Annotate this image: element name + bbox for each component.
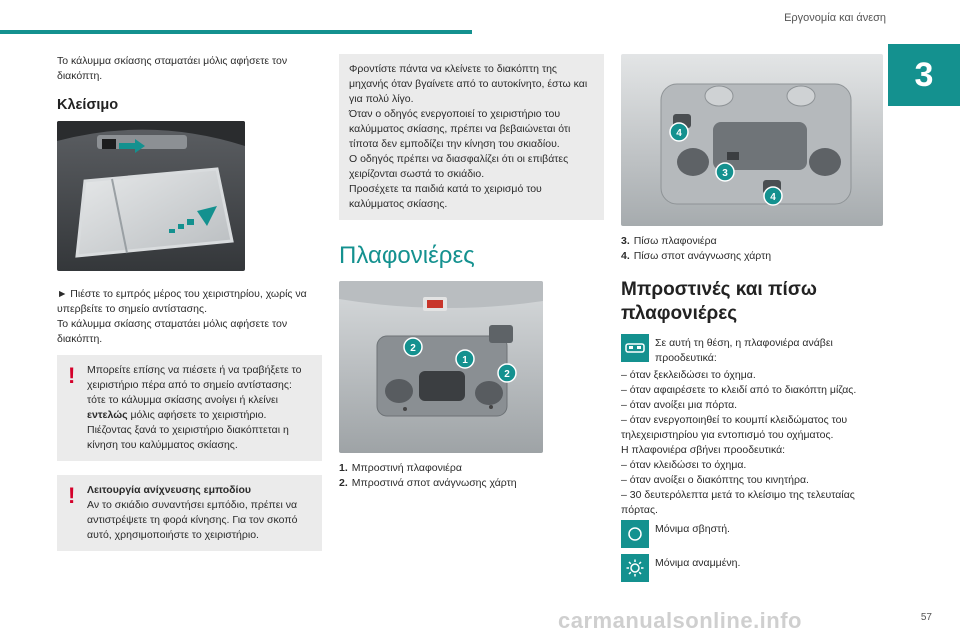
caption-item: 4.Πίσω σποτ ανάγνωσης χάρτη: [621, 250, 772, 262]
warning-icon: !: [68, 483, 76, 508]
light-on-icon: [621, 554, 649, 582]
section-title: Πλαφονιέρες: [339, 242, 475, 269]
badge-1: 1: [455, 349, 475, 369]
list-item: – όταν ενεργοποιηθεί το κουμπί κλειδώματ…: [621, 414, 848, 441]
badge-2-left: 2: [403, 337, 423, 357]
rear-lamp-photo: 4 3 4: [621, 54, 883, 226]
note-obstacle-detection: ! Λειτουργία ανίχνευσης εμποδίου Αν το σ…: [57, 475, 322, 551]
front-rear-lamps-title: Μπροστινές και πίσω πλαφονιέρες: [621, 279, 817, 324]
chapter-number-tab: 3: [888, 44, 960, 106]
safety-line: Όταν ο οδηγός ενεργοποιεί το χειριστήριο…: [349, 108, 571, 150]
list-item: – όταν ξεκλειδώσει το όχημα.: [621, 369, 756, 381]
svg-text:2: 2: [504, 369, 510, 380]
list-item: – όταν ανοίξει ο διακόπτης του κινητήρα.: [621, 474, 809, 486]
running-header: Εργονομία και άνεση: [784, 12, 886, 24]
caption-item: 2.Μπροστινά σποτ ανάγνωσης χάρτη: [339, 477, 517, 489]
safety-line: Προσέχετε τα παιδιά κατά το χειρισμό του…: [349, 183, 542, 210]
list-item: – όταν κλειδώσει το όχημα.: [621, 459, 747, 471]
svg-text:2: 2: [410, 343, 416, 354]
off-intro: Η πλαφονιέρα σβήνει προοδευτικά:: [621, 444, 786, 456]
column-1: Το κάλυμμα σκίασης σταματάει μόλις αφήσε…: [57, 54, 322, 551]
sunroof-illustration: [57, 121, 245, 271]
note1-line1: Μπορείτε επίσης να πιέσετε ή να τραβήξετ…: [87, 364, 302, 391]
svg-text:1: 1: [462, 355, 468, 366]
car-door-icon: [621, 334, 649, 362]
rear-captions: 3.Πίσω πλαφονιέρα 4.Πίσω σποτ ανάγνωσης …: [621, 234, 885, 264]
perm-off-text: Μόνιμα σβηστή.: [655, 523, 730, 535]
note2-title: Λειτουργία ανίχνευσης εμποδίου: [87, 484, 251, 496]
badge-3: 3: [715, 162, 735, 182]
door-mode-row: Σε αυτή τη θέση, η πλαφονιέρα ανάβει προ…: [621, 334, 885, 366]
page-number: 57: [920, 612, 932, 623]
note1-line3: Πιέζοντας ξανά το χειριστήριο διακόπτετα…: [87, 424, 289, 451]
safety-line: Φροντίστε πάντα να κλείνετε το διακόπτη …: [349, 63, 588, 105]
list-item: – όταν αφαιρέσετε το κλειδί από το διακό…: [621, 384, 857, 396]
caption-item: 3.Πίσω πλαφονιέρα: [621, 235, 717, 247]
door-mode-text: Σε αυτή τη θέση, η πλαφονιέρα ανάβει προ…: [655, 337, 833, 364]
badge-4-right: 4: [763, 186, 783, 206]
badge-4-left: 4: [669, 122, 689, 142]
note2-text: Αν το σκιάδιο συναντήσει εμπόδιο, πρέπει…: [87, 499, 298, 541]
note-full-movement: ! Μπορείτε επίσης να πιέσετε ή να τραβήξ…: [57, 355, 322, 461]
svg-text:3: 3: [722, 168, 728, 179]
column-2: Φροντίστε πάντα να κλείνετε το διακόπτη …: [339, 54, 604, 491]
step-instruction: ► Πιέστε το εμπρός μέρος του χειριστηρίο…: [57, 288, 307, 315]
circle-off-icon: [621, 520, 649, 548]
caption-item: 1.Μπροστινή πλαφονιέρα: [339, 462, 462, 474]
watermark: carmanualsonline.info: [558, 608, 802, 633]
step-after-text: Το κάλυμμα σκίασης σταματάει μόλις αφήσε…: [57, 318, 288, 345]
warning-icon: !: [68, 363, 76, 388]
list-item: – όταν ανοίξει μια πόρτα.: [621, 399, 738, 411]
perm-on-row: Μόνιμα αναμμένη.: [621, 554, 885, 582]
perm-on-text: Μόνιμα αναμμένη.: [655, 557, 741, 569]
svg-text:4: 4: [676, 128, 682, 139]
front-captions: 1.Μπροστινή πλαφονιέρα 2.Μπροστινά σποτ …: [339, 461, 604, 491]
sunroof-photo: [57, 121, 245, 271]
front-lamp-photo: 1 2 2: [339, 281, 543, 453]
rear-lamp-illustration: 4 3 4: [621, 54, 883, 226]
closing-heading: Κλείσιμο: [57, 97, 119, 113]
front-lamp-illustration: 1 2 2: [339, 281, 543, 453]
intro-text: Το κάλυμμα σκίασης σταματάει μόλις αφήσε…: [57, 55, 288, 82]
safety-note: Φροντίστε πάντα να κλείνετε το διακόπτη …: [339, 54, 604, 220]
column-3: 4 3 4 3.Πίσω πλαφονιέρα 4.Πίσω σποτ ανάγ…: [621, 54, 885, 584]
header-accent-bar: [0, 30, 472, 34]
list-item: – 30 δευτερόλεπτα μετά το κλείσιμο της τ…: [621, 489, 855, 516]
badge-2-right: 2: [497, 363, 517, 383]
note1-line2: τότε το κάλυμμα σκίασης ανοίγει ή κλείνε…: [87, 394, 278, 421]
svg-text:4: 4: [770, 192, 776, 203]
safety-line: Ο οδηγός πρέπει να διασφαλίζει ότι οι επ…: [349, 153, 569, 180]
perm-off-row: Μόνιμα σβηστή.: [621, 520, 885, 548]
